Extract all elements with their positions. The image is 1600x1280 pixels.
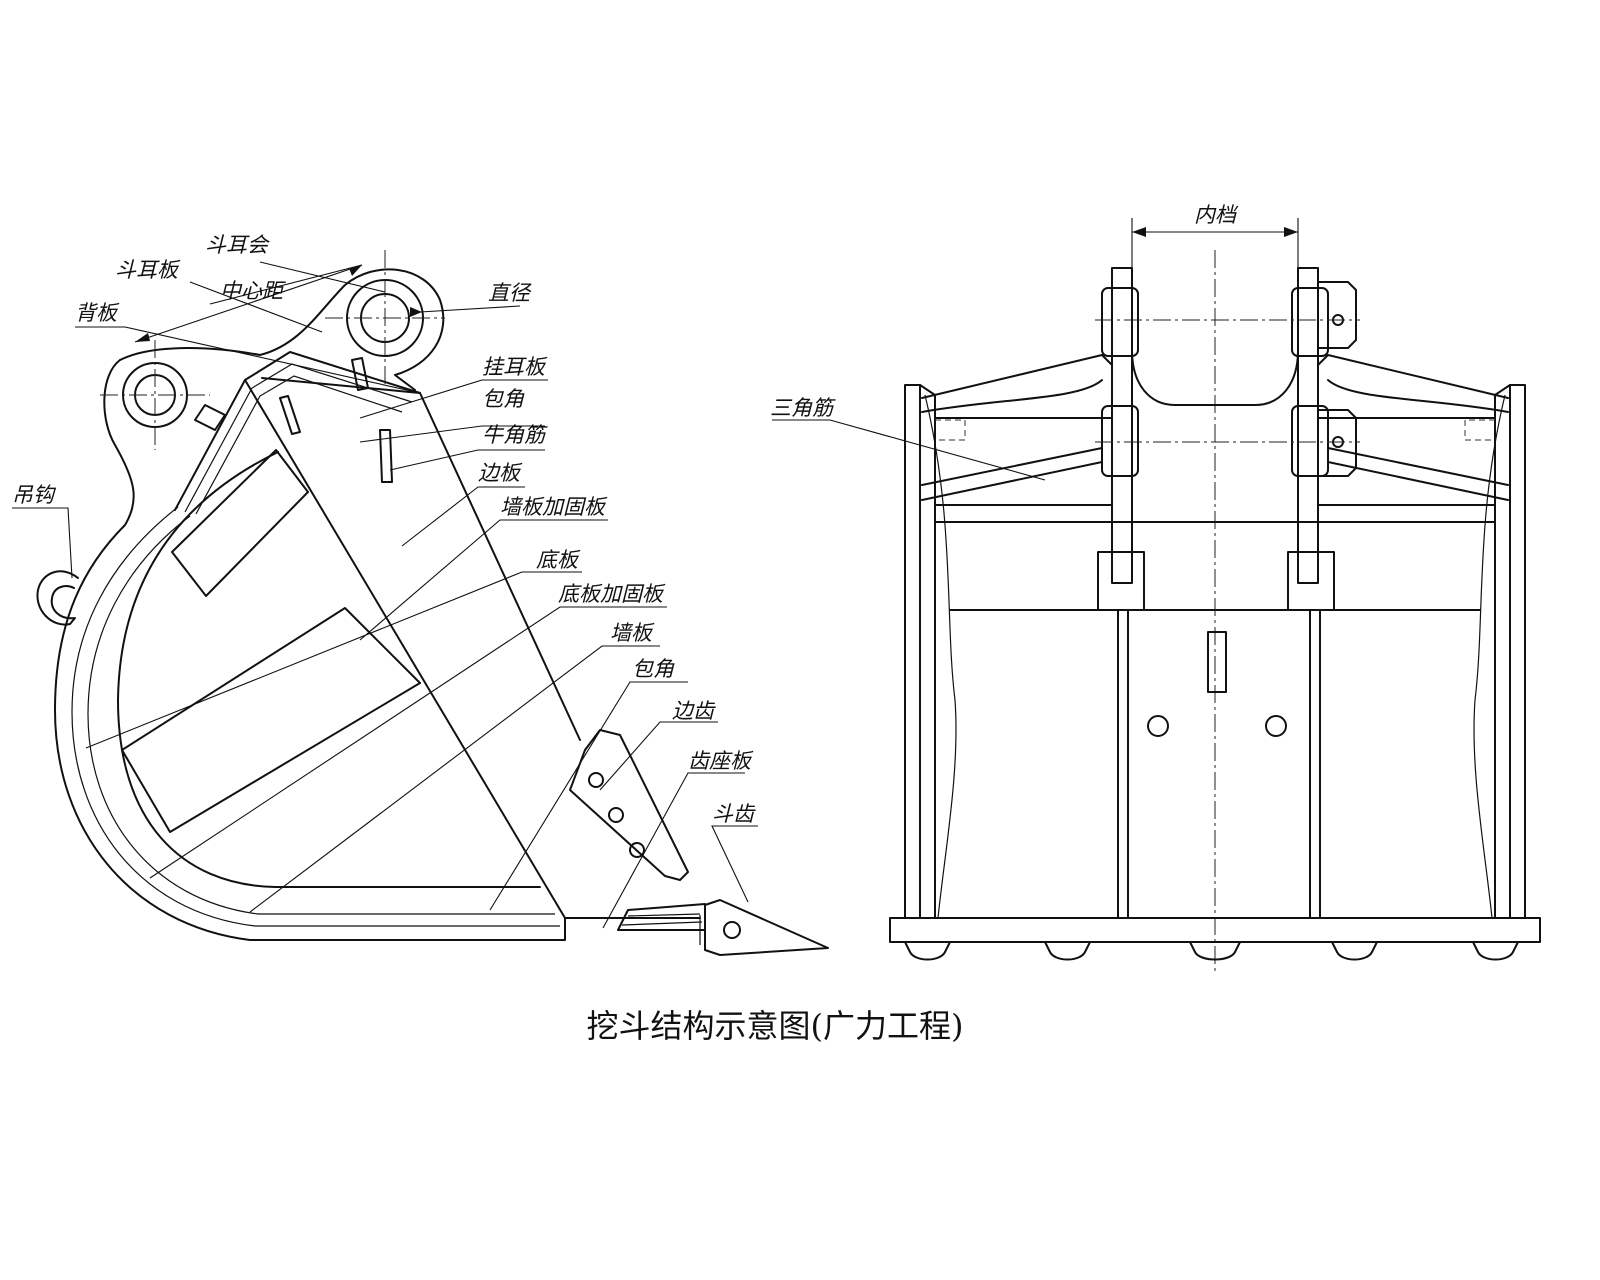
label-corner-wrap-top: 包角: [482, 387, 525, 411]
front-view: 内档 三角筋: [770, 203, 1541, 975]
label-horn-rib: 牛角筋: [482, 423, 548, 447]
label-center-distance: 中心距: [220, 279, 286, 303]
label-inner-width: 内档: [1194, 203, 1239, 227]
left-triangle-rib: [921, 354, 1113, 413]
bucket-inner-shell: [117, 451, 541, 888]
label-corner-wrap-bottom: 包角: [632, 657, 675, 681]
lug-plate: [119, 268, 445, 391]
label-bucket-tooth: 斗齿: [712, 802, 756, 826]
label-bottom-plate: 底板: [536, 548, 581, 572]
right-side-frame: [1509, 384, 1526, 919]
right-lug-plate: [1297, 267, 1319, 584]
side-view: 斗耳会 斗耳板 中心距 直径 背板 挂耳板 包角 牛角筋 边板 吊钩 墙板加固板…: [12, 233, 829, 956]
bucket-tooth-shape: [704, 899, 829, 956]
label-side-plate: 边板: [478, 461, 523, 485]
label-side-tooth: 边齿: [672, 699, 716, 723]
label-lug-plate: 斗耳板: [115, 258, 181, 282]
side-plate-edge: [244, 379, 566, 919]
right-triangle-rib: [1317, 354, 1509, 413]
label-diameter: 直径: [488, 281, 532, 305]
lug-tower: [1131, 269, 1299, 406]
label-back-plate: 背板: [75, 301, 120, 325]
bottom-stiffener-plate: [121, 607, 421, 833]
tooth-seat-plate: [569, 729, 689, 881]
left-lug-plate: [1111, 267, 1133, 584]
front-teeth: [904, 941, 1519, 961]
drawing-caption: 挖斗结构示意图(广力工程): [587, 1007, 964, 1045]
bucket-outer-shell: [54, 359, 701, 941]
left-side-frame: [904, 384, 921, 919]
label-tooth-seat-plate: 齿座板: [688, 749, 754, 773]
label-lug-radius: 斗耳会: [205, 233, 270, 257]
wall-stiffener-plate: [171, 449, 309, 597]
label-triangle-rib: 三角筋: [770, 396, 836, 420]
label-wall-plate: 墙板: [610, 621, 655, 645]
lifting-hook: [36, 570, 79, 626]
label-bottom-stiffener: 底板加固板: [558, 582, 666, 606]
label-wall-stiffener: 墙板加固板: [500, 495, 608, 519]
label-lifting-hook: 吊钩: [12, 483, 57, 507]
label-ear-plate: 挂耳板: [482, 355, 548, 379]
